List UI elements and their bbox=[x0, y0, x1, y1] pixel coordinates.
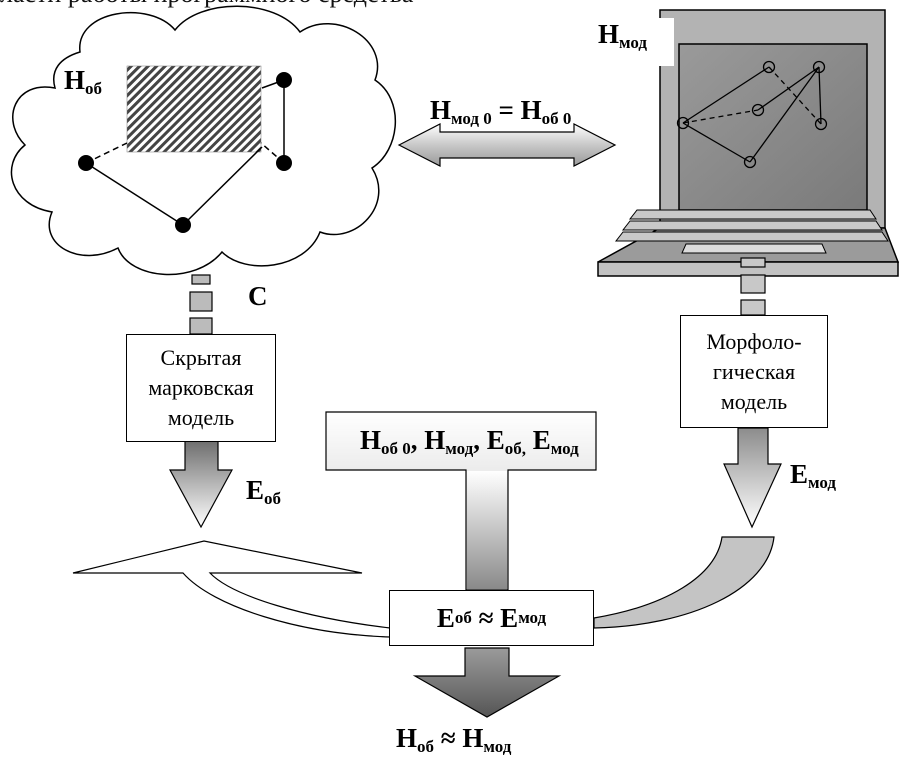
init-op: = bbox=[491, 95, 521, 125]
model-node bbox=[814, 117, 828, 131]
model-node bbox=[751, 103, 765, 117]
param-1-main: H bbox=[424, 425, 446, 455]
hidden-state-area bbox=[126, 65, 262, 153]
param-3-main: E bbox=[532, 425, 551, 455]
e-ob-sub: об bbox=[264, 489, 282, 508]
param-3-sub: мод bbox=[550, 439, 579, 458]
param-2-sep bbox=[526, 425, 533, 455]
left-channel bbox=[189, 274, 213, 335]
top-text-line: ласти работы программного средства bbox=[0, 0, 413, 9]
param-2-sub: об, bbox=[504, 439, 527, 458]
e-mod-main: E bbox=[790, 459, 809, 489]
e-ob-label: Eоб bbox=[246, 474, 281, 509]
cmp-op: ≈ bbox=[471, 603, 501, 633]
res-left-main: H bbox=[396, 723, 418, 753]
cmp-right-sub: мод bbox=[518, 608, 547, 627]
e-mod-sub: мод bbox=[808, 473, 836, 492]
hmm-model-box: Скрытая марковская модель bbox=[126, 334, 276, 442]
double-arrow bbox=[397, 123, 617, 167]
object-node bbox=[276, 155, 292, 171]
right-channel bbox=[740, 257, 766, 316]
params-text: Hоб 0, Hмод, Eоб, Eмод bbox=[360, 424, 579, 459]
laptop-label: Hмод bbox=[598, 18, 647, 53]
cloud-label-main: H bbox=[64, 65, 86, 95]
cmp-right-main: E bbox=[500, 603, 519, 633]
object-node bbox=[175, 217, 191, 233]
cmp-left-sub: об bbox=[454, 608, 472, 627]
model-graph bbox=[682, 66, 822, 163]
laptop bbox=[597, 9, 900, 277]
cloud-label-sub: об bbox=[85, 79, 103, 98]
result-equation: Hоб ≈ Hмод bbox=[396, 722, 511, 757]
object-node bbox=[78, 155, 94, 171]
channel-label: C bbox=[248, 281, 268, 311]
init-left-sub: мод 0 bbox=[451, 109, 492, 128]
model-node bbox=[762, 60, 776, 74]
param-2-main: E bbox=[486, 425, 505, 455]
laptop-label-sub: мод bbox=[619, 33, 647, 52]
res-op: ≈ bbox=[434, 723, 463, 753]
init-left-main: H bbox=[430, 95, 452, 125]
param-1-sep: , bbox=[473, 425, 487, 455]
res-right-sub: мод bbox=[483, 737, 512, 756]
right-down-arrow bbox=[723, 427, 782, 529]
cmp-left-main: E bbox=[436, 603, 455, 633]
init-right-main: H bbox=[520, 95, 542, 125]
res-left-sub: об bbox=[417, 737, 435, 756]
param-0-sub: об 0 bbox=[381, 439, 411, 458]
laptop-label-bg bbox=[588, 18, 674, 66]
model-node bbox=[743, 155, 757, 169]
object-node bbox=[276, 72, 292, 88]
init-right-sub: об 0 bbox=[541, 109, 572, 128]
res-right-main: H bbox=[462, 723, 484, 753]
init-equation: Hмод 0 = Hоб 0 bbox=[430, 94, 571, 129]
cloud-label: Hоб bbox=[64, 64, 102, 99]
laptop-label-main: H bbox=[598, 19, 620, 49]
model-node bbox=[676, 116, 690, 130]
e-mod-label: Eмод bbox=[790, 458, 836, 493]
e-ob-main: E bbox=[246, 475, 265, 505]
bottom-arrow bbox=[412, 647, 562, 718]
model-node bbox=[812, 60, 826, 74]
param-0-sep: , bbox=[410, 425, 425, 455]
morphological-model-box: Морфоло- гическая модель bbox=[680, 315, 828, 428]
left-curved-arrow bbox=[72, 540, 391, 638]
right-curved-arrow bbox=[593, 536, 775, 629]
central-stem-shade bbox=[467, 471, 507, 589]
param-1-sub: мод bbox=[445, 439, 474, 458]
left-down-arrow bbox=[168, 440, 234, 529]
param-0-main: H bbox=[360, 425, 382, 455]
